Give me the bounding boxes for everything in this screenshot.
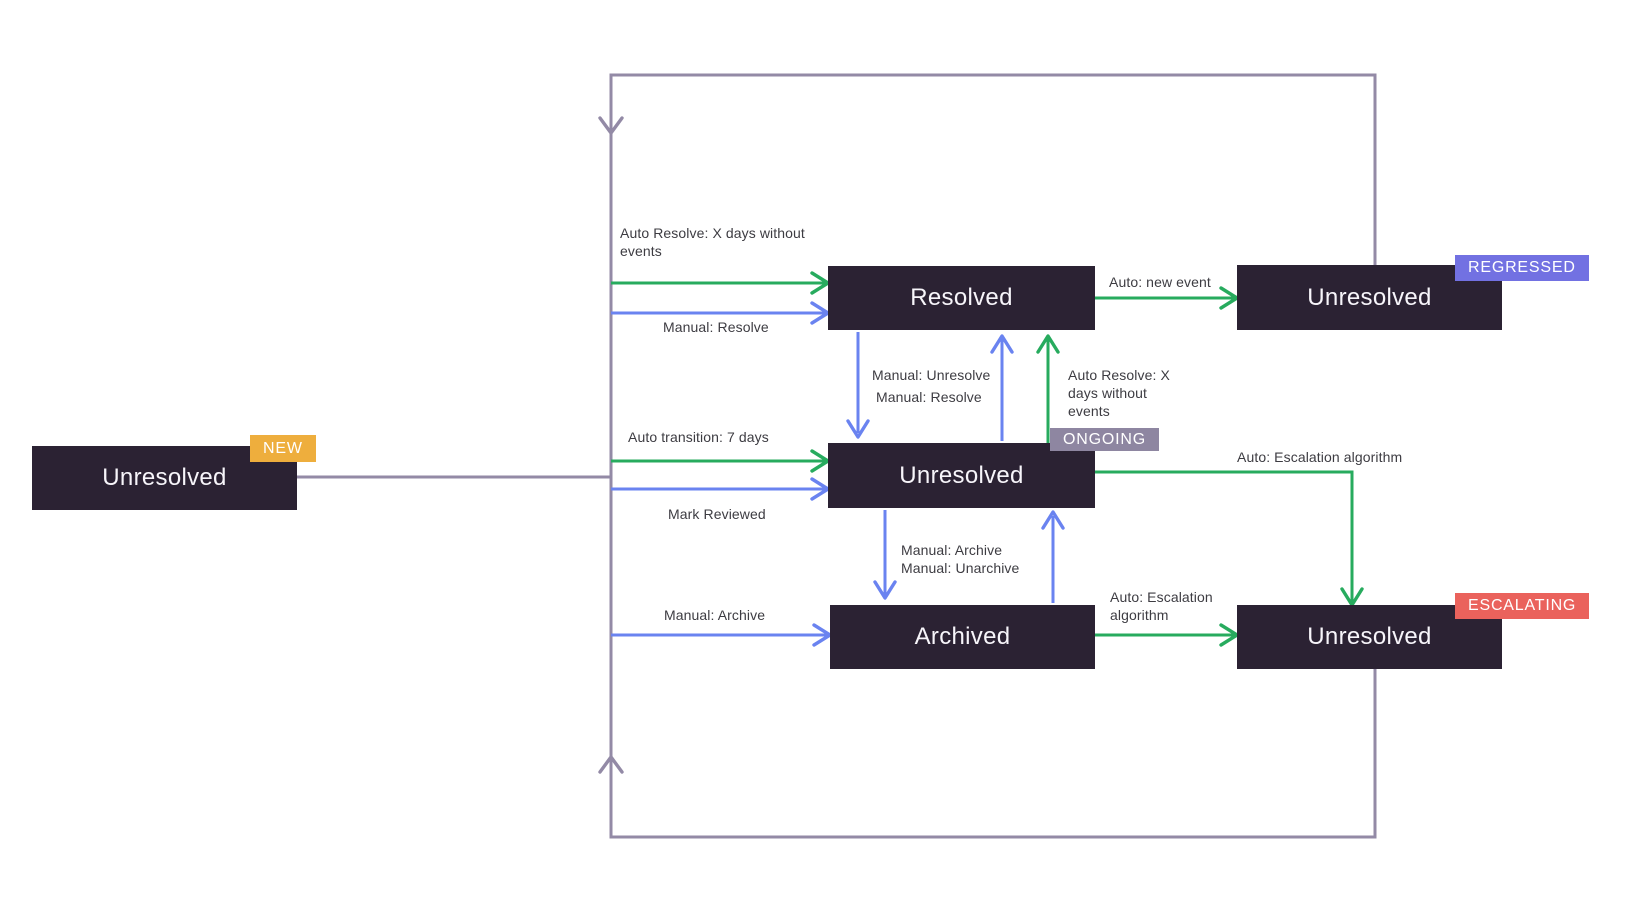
edge-label-auto-transition: Auto transition: 7 days	[628, 429, 769, 445]
state-node-archived: Archived	[830, 605, 1095, 669]
edge-mark-reviewed-new-to-ongoing	[611, 477, 830, 501]
state-label: Unresolved	[102, 464, 227, 491]
arrowhead-down-icon	[598, 116, 624, 135]
edge-auto-escalation-archived-to-escalating	[1095, 623, 1239, 647]
edge-manual-unresolve-resolved-to-ongoing	[846, 332, 870, 439]
edge-auto-resolve-ongoing-to-resolved	[1036, 334, 1060, 443]
edge-feedback-loop	[297, 73, 1377, 839]
badge-escalating: ESCALATING	[1455, 593, 1590, 619]
arrowhead-up-icon	[1036, 334, 1060, 354]
state-label: Resolved	[910, 284, 1013, 311]
edge-auto-new-event-resolved-to-regressed	[1095, 286, 1239, 310]
edge-label-auto-escalation-ongoing: Auto: Escalation algorithm	[1237, 449, 1403, 465]
edge-label-manual-unarchive: Manual: Unarchive	[901, 560, 1020, 576]
edge-auto-resolve-new-to-resolved	[611, 271, 830, 295]
state-label: Unresolved	[1307, 283, 1432, 311]
edge-label-manual-unresolve: Manual: Unresolve	[872, 367, 991, 383]
arrowhead-up-icon	[598, 755, 624, 774]
arrowhead-down-icon	[846, 419, 870, 439]
edge-label-auto-new-event: Auto: new event	[1109, 274, 1211, 290]
edge-label-auto-resolve-ongoing: Auto Resolve: X days without events	[1068, 367, 1170, 419]
badge-ongoing: ONGOING	[1050, 428, 1159, 451]
edge-manual-resolve-ongoing-to-resolved	[990, 334, 1014, 441]
state-node-unresolved-escalating: Unresolved	[1237, 605, 1502, 669]
edge-manual-unarchive-archived-to-ongoing	[1041, 510, 1065, 603]
edge-label-mark-reviewed: Mark Reviewed	[668, 506, 766, 522]
arrowhead-up-icon	[1041, 510, 1065, 530]
badge-regressed: REGRESSED	[1455, 255, 1589, 281]
arrowhead-up-icon	[990, 334, 1014, 354]
badge-new: NEW	[250, 435, 316, 462]
edge-label-manual-resolve-new: Manual: Resolve	[663, 319, 769, 335]
state-label: Unresolved	[1307, 623, 1432, 650]
edge-label-manual-resolve-ongoing: Manual: Resolve	[876, 389, 982, 405]
state-label: Unresolved	[899, 461, 1024, 489]
edge-label-auto-escalation-archived: Auto: Escalation algorithm	[1110, 589, 1213, 623]
edge-manual-archive-ongoing-to-archived	[873, 510, 897, 600]
edge-label-auto-resolve-new: Auto Resolve: X days without events	[620, 225, 805, 259]
edge-label-manual-archive-new: Manual: Archive	[664, 607, 766, 623]
arrowhead-down-icon	[873, 580, 897, 600]
state-node-unresolved-ongoing: Unresolved	[828, 443, 1095, 508]
edge-label-manual-archive-mid: Manual: Archive	[901, 542, 1003, 558]
edge-manual-archive-new-to-archived	[611, 623, 832, 647]
state-label: Archived	[914, 623, 1011, 650]
edge-auto-transition-new-to-ongoing	[611, 449, 830, 473]
state-node-resolved: Resolved	[828, 266, 1095, 330]
edge-auto-escalation-ongoing-to-escalating	[1095, 470, 1364, 607]
